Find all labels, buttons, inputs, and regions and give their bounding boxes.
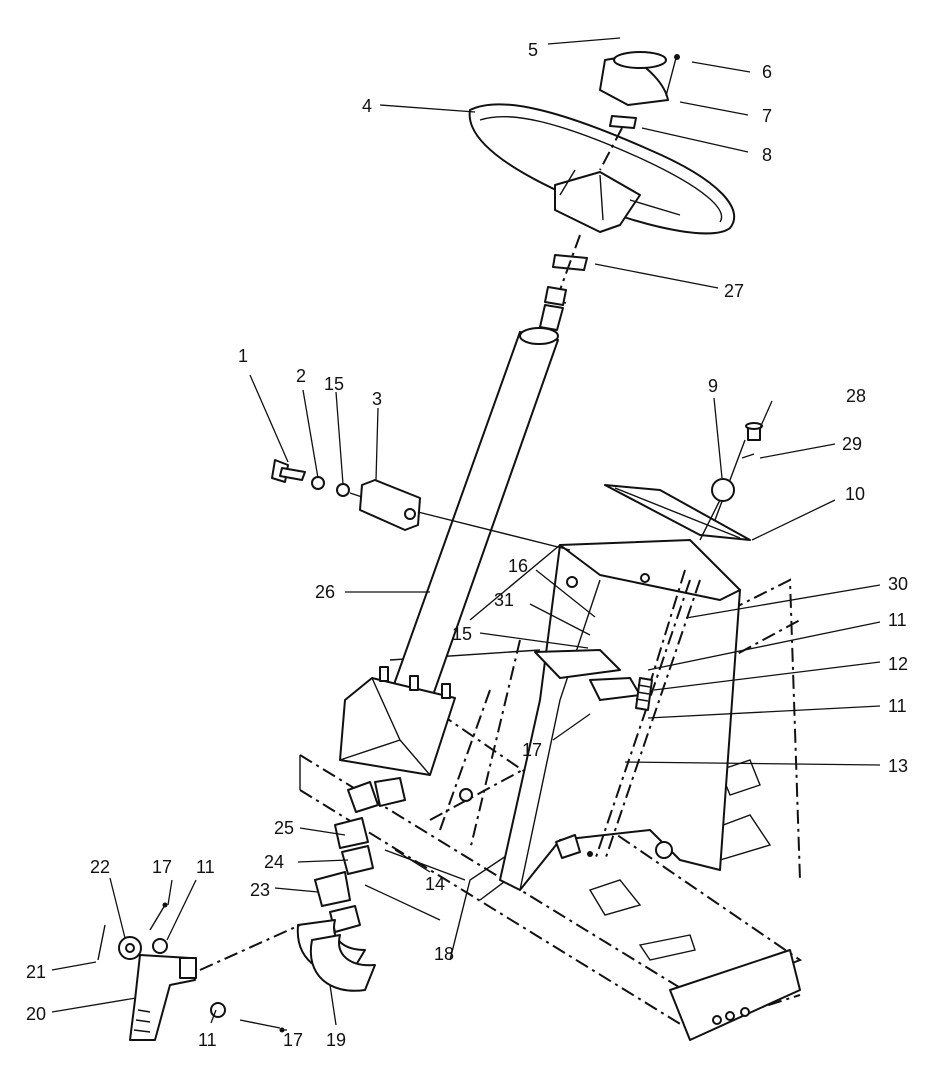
callout-4: 4 [362,96,372,116]
callout-19: 19 [326,1030,346,1050]
callout-12: 12 [888,654,908,674]
callout-17: 17 [522,740,542,760]
emblem-5 [613,51,667,69]
callout-9: 9 [708,376,718,396]
callout-11: 11 [888,610,907,630]
fitting-25 [334,817,369,849]
callout-10: 10 [845,484,865,504]
callout-27: 27 [724,281,744,301]
callout-8: 8 [762,145,772,165]
spring-12 [635,677,653,711]
steering-valve [296,777,466,992]
callout-28: 28 [846,386,866,406]
callout-15: 15 [324,374,344,394]
column-base [339,677,456,776]
callout-25: 25 [274,818,294,838]
callout-26: 26 [315,582,335,602]
callout-2: 2 [296,366,306,386]
bracket-3 [359,479,421,531]
callout-29: 29 [842,434,862,454]
callout-21: 21 [26,962,46,982]
callout-24: 24 [264,852,284,872]
callout-11: 11 [196,857,215,877]
callout-18: 18 [434,944,454,964]
fitting-23 [314,871,351,907]
callout-5: 5 [528,40,538,60]
steering-wheel [468,51,736,291]
callout-16: 16 [508,556,528,576]
washer-15 [336,483,350,497]
callout-11: 11 [888,696,907,716]
callout-labels: 5 6 7 4 8 27 1 2 15 3 9 28 29 10 30 16 2… [26,40,908,1050]
leader-lines [51,37,881,1031]
callout-31: 31 [494,590,514,610]
callout-17: 17 [152,857,172,877]
callout-7: 7 [762,106,772,126]
pedal-bracket [97,902,301,1041]
callout-13: 13 [888,756,908,776]
nut-8 [609,115,637,129]
callout-30: 30 [888,574,908,594]
callout-17: 17 [283,1030,303,1050]
steering-column [339,254,588,776]
callout-15: 15 [452,624,472,644]
callout-23: 23 [250,880,270,900]
lever-knob [711,478,735,502]
callout-14: 14 [425,874,445,894]
callout-22: 22 [90,857,110,877]
callout-11: 11 [198,1030,217,1050]
spring-2 [311,476,325,490]
callout-20: 20 [26,1004,46,1024]
callout-6: 6 [762,62,772,82]
callout-1: 1 [238,346,248,366]
lift-lever [555,422,763,861]
fitting-24 [341,845,374,875]
wheel-hub [554,171,641,233]
callout-3: 3 [372,389,382,409]
